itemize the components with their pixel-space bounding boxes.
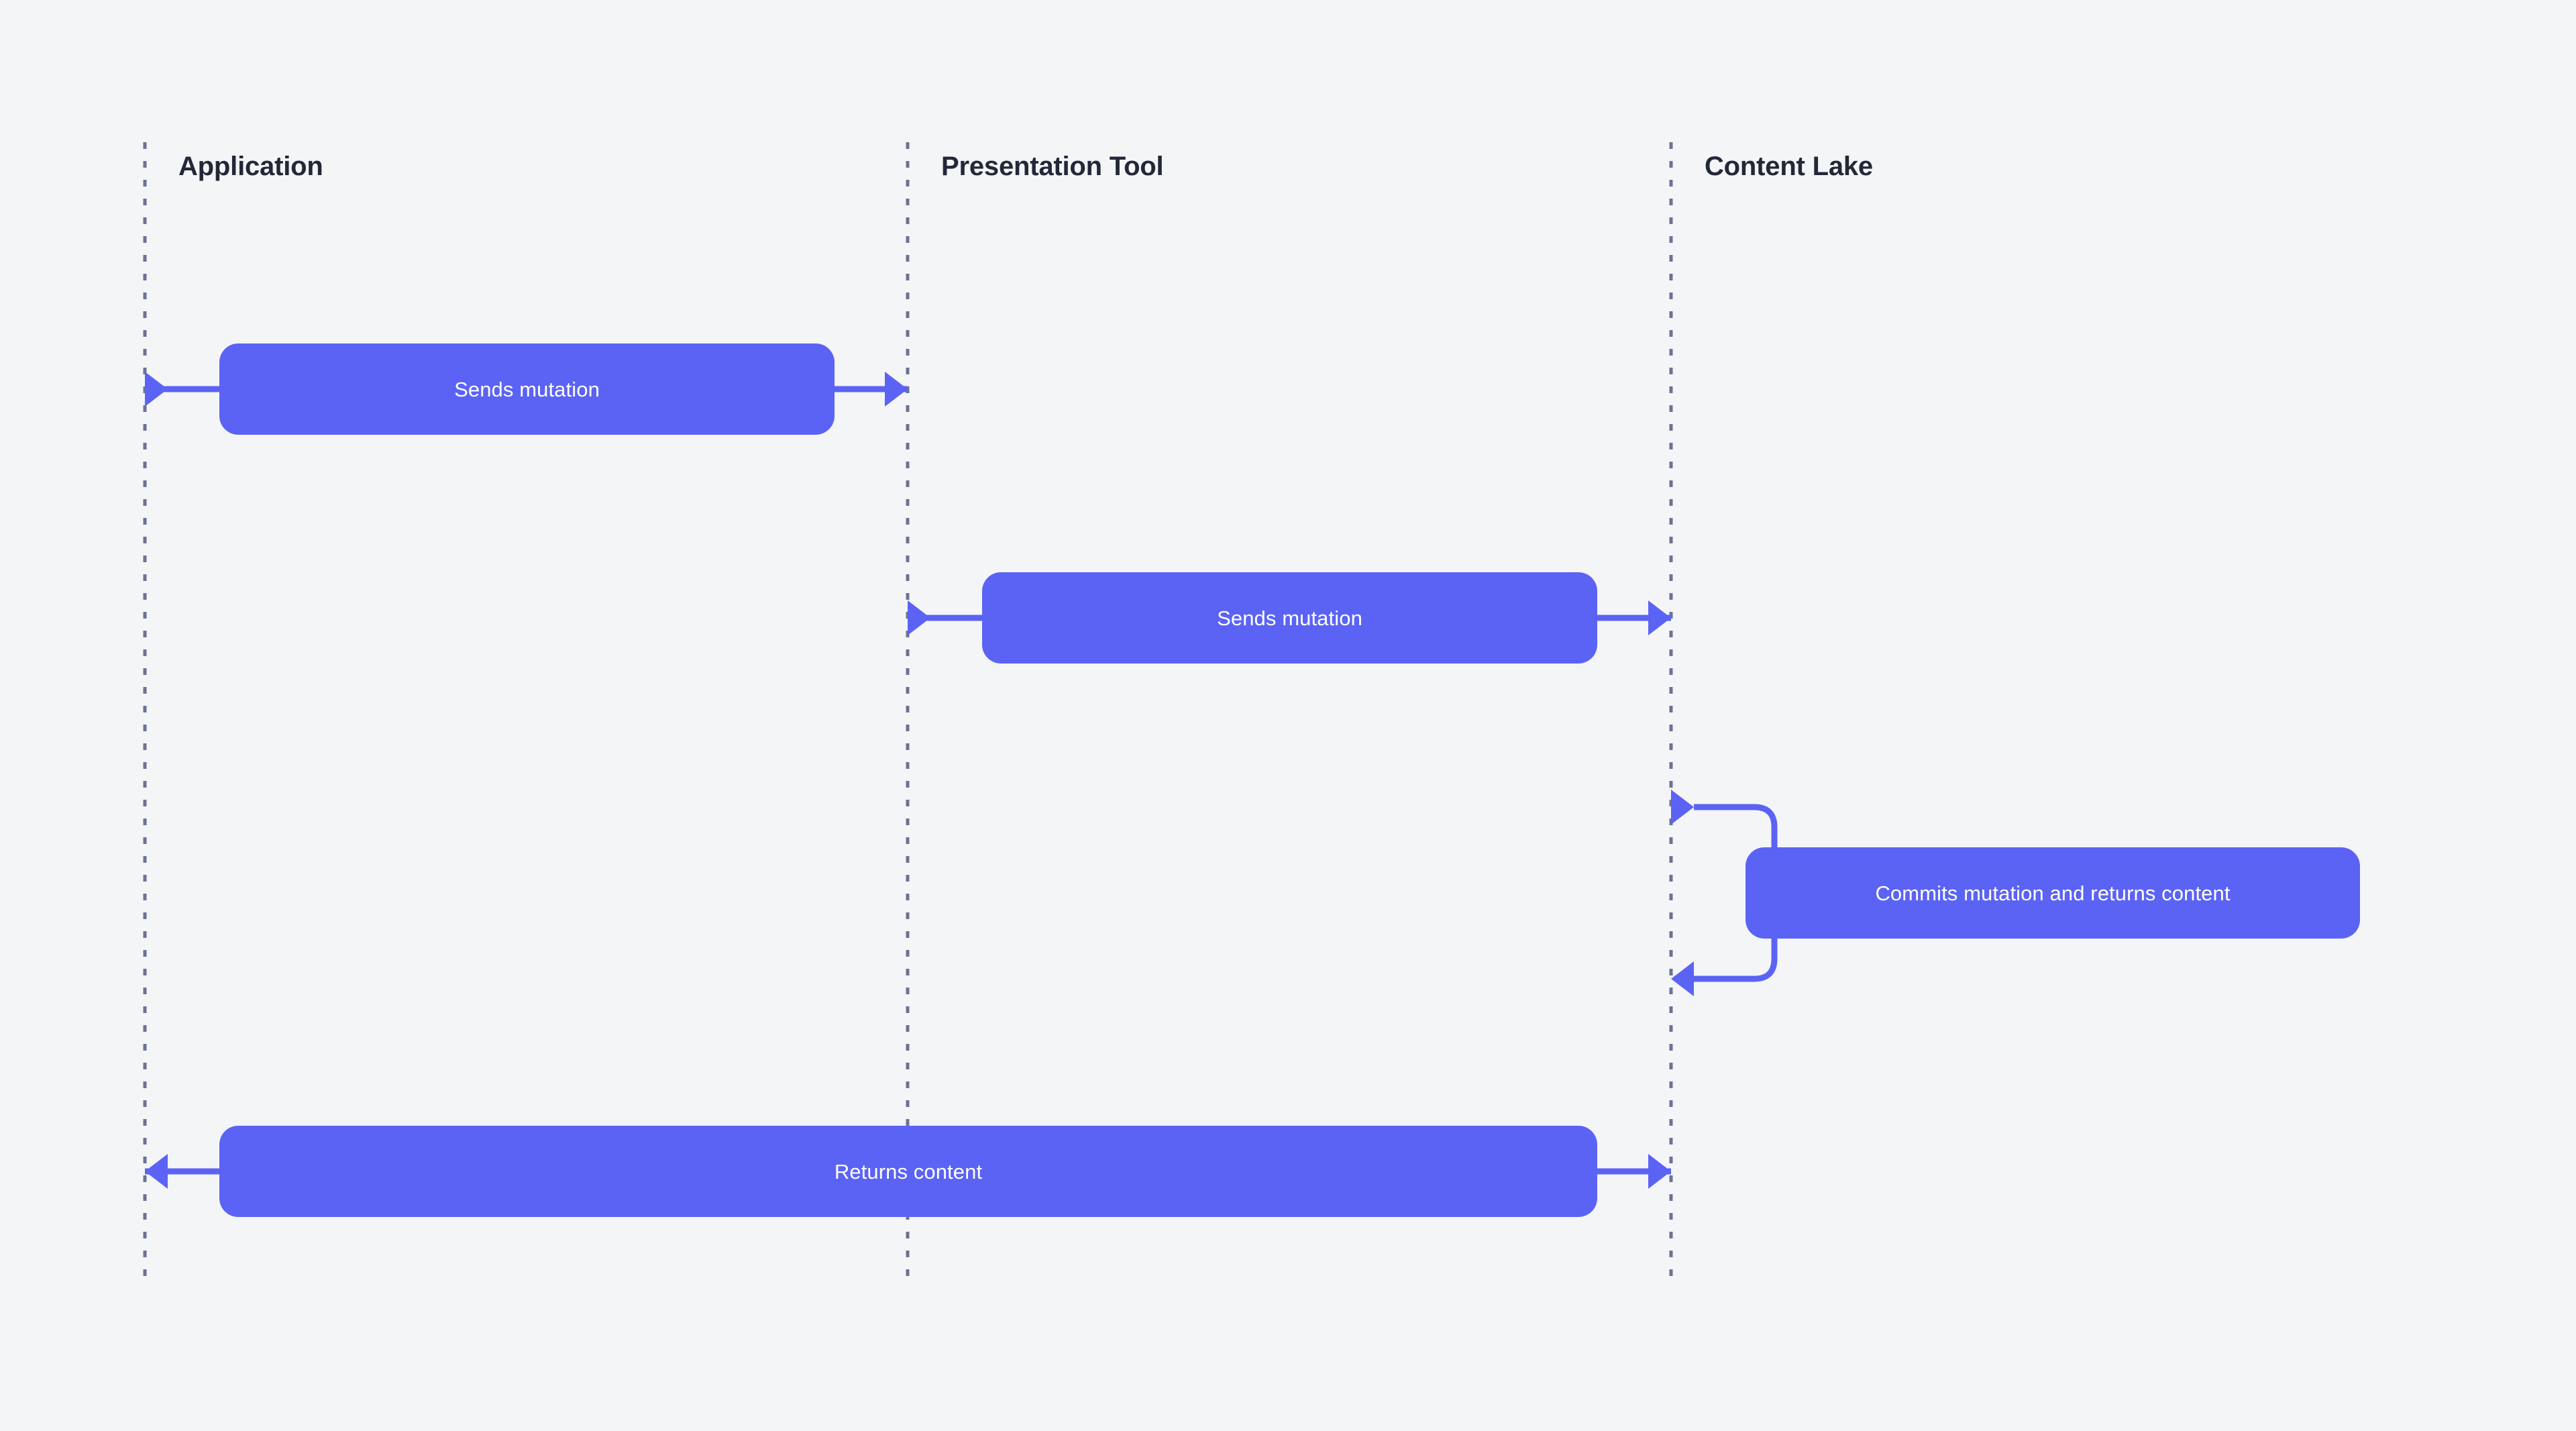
message-connectors-group xyxy=(145,372,1778,1189)
arrowhead-loop-return-msg-3 xyxy=(1671,961,1694,996)
arrowhead-source-msg-1 xyxy=(145,372,168,407)
arrowhead-target-msg-2 xyxy=(1648,600,1671,635)
message-bar-msg-2[interactable]: Sends mutation xyxy=(982,572,1597,664)
message-label-msg-1: Sends mutation xyxy=(454,377,600,401)
actor-label-presentation-tool: Presentation Tool xyxy=(941,152,1164,181)
message-label-msg-4: Returns content xyxy=(834,1159,983,1183)
message-bar-msg-1[interactable]: Sends mutation xyxy=(219,343,835,435)
lifelines-group xyxy=(143,142,1673,1288)
arrowhead-loop-out-msg-3 xyxy=(1671,790,1694,825)
message-bar-msg-4[interactable]: Returns content xyxy=(219,1126,1597,1217)
actor-label-application: Application xyxy=(178,152,323,181)
actor-label-content-lake: Content Lake xyxy=(1705,152,1873,181)
message-bar-msg-3[interactable]: Commits mutation and returns content xyxy=(1746,847,2360,939)
arrowhead-source-msg-4 xyxy=(1648,1154,1671,1189)
arrowhead-source-msg-2 xyxy=(908,600,930,635)
arrowhead-target-msg-4 xyxy=(145,1154,168,1189)
arrowhead-target-msg-1 xyxy=(885,372,908,407)
message-label-msg-2: Sends mutation xyxy=(1217,606,1362,630)
message-label-msg-3: Commits mutation and returns content xyxy=(1875,881,2231,905)
